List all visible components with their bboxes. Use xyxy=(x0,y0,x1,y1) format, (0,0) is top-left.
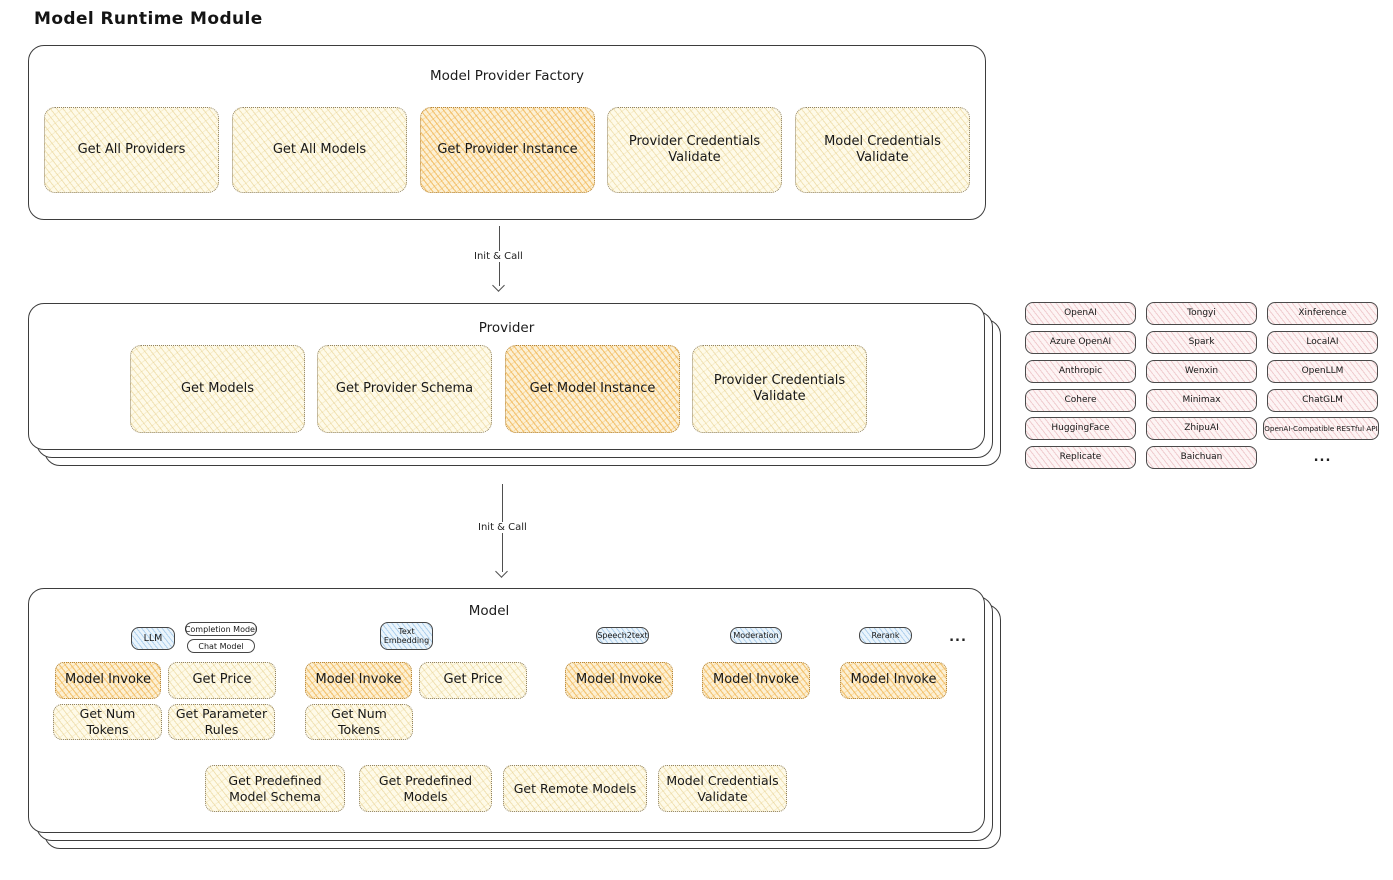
provider-anthropic: Anthropic xyxy=(1025,360,1136,383)
provider-chatglm: ChatGLM xyxy=(1267,389,1378,412)
tab-chat-model: Chat Model xyxy=(187,639,255,653)
provider-replicate: Replicate xyxy=(1025,446,1136,469)
provider-localai: LocalAI xyxy=(1267,331,1378,354)
box-get-predefined-models: Get Predefined Models xyxy=(359,765,492,812)
tab-speech2text: Speech2text xyxy=(596,627,649,644)
box-get-all-providers: Get All Providers xyxy=(44,107,219,193)
provider-openai: OpenAI xyxy=(1025,302,1136,325)
provider-huggingface: HuggingFace xyxy=(1025,417,1136,440)
box-get-model-instance: Get Model Instance xyxy=(505,345,680,433)
provider-spark: Spark xyxy=(1146,331,1257,354)
provider-minimax: Minimax xyxy=(1146,389,1257,412)
provider-tongyi: Tongyi xyxy=(1146,302,1257,325)
provider-wenxin: Wenxin xyxy=(1146,360,1257,383)
box-te-get-price: Get Price xyxy=(419,662,527,699)
arrow-provider-to-model-head xyxy=(495,565,508,578)
provider-baichuan: Baichuan xyxy=(1146,446,1257,469)
box-provider-credentials-validate-2: Provider Credentials Validate xyxy=(692,345,867,433)
tab-completion-model: Completion Model xyxy=(185,622,257,636)
tab-llm: LLM xyxy=(131,627,175,650)
model-tabs-ellipsis: ... xyxy=(949,630,967,645)
box-get-provider-schema: Get Provider Schema xyxy=(317,345,492,433)
box-speech2text-model-invoke: Model Invoke xyxy=(565,662,673,699)
provider-openai-compatible: OpenAI-Compatible RESTful API xyxy=(1263,417,1379,440)
box-get-models: Get Models xyxy=(130,345,305,433)
box-llm-get-num-tokens: Get Num Tokens xyxy=(53,704,162,740)
box-rerank-model-invoke: Model Invoke xyxy=(840,662,947,699)
arrow2-label: Init & Call xyxy=(474,522,531,533)
box-model-credentials-validate: Model Credentials Validate xyxy=(795,107,970,193)
box-get-provider-instance: Get Provider Instance xyxy=(420,107,595,193)
box-get-all-models: Get All Models xyxy=(232,107,407,193)
model-title: Model xyxy=(468,603,510,619)
box-llm-get-parameter-rules: Get Parameter Rules xyxy=(168,704,275,740)
provider-title: Provider xyxy=(478,320,535,336)
box-te-model-invoke: Model Invoke xyxy=(305,662,412,699)
provider-cohere: Cohere xyxy=(1025,389,1136,412)
box-te-get-num-tokens: Get Num Tokens xyxy=(305,704,413,740)
page-title: Model Runtime Module xyxy=(34,9,263,29)
provider-zhipuai: ZhipuAI xyxy=(1146,417,1257,440)
arrow1-label: Init & Call xyxy=(470,251,527,262)
provider-azure-openai: Azure OpenAI xyxy=(1025,331,1136,354)
box-model-credentials-validate-2: Model Credentials Validate xyxy=(658,765,787,812)
box-llm-model-invoke: Model Invoke xyxy=(55,662,161,699)
box-get-predefined-model-schema: Get Predefined Model Schema xyxy=(205,765,345,812)
factory-title: Model Provider Factory xyxy=(429,68,584,84)
provider-grid-ellipsis: ... xyxy=(1313,450,1332,465)
box-get-remote-models: Get Remote Models xyxy=(503,765,647,812)
tab-rerank: Rerank xyxy=(859,627,912,644)
box-llm-get-price: Get Price xyxy=(168,662,276,699)
arrow-factory-to-provider-head xyxy=(492,279,505,292)
box-moderation-model-invoke: Model Invoke xyxy=(702,662,810,699)
provider-xinference: Xinference xyxy=(1267,302,1378,325)
box-provider-credentials-validate: Provider Credentials Validate xyxy=(607,107,782,193)
provider-openllm: OpenLLM xyxy=(1267,360,1378,383)
tab-text-embedding: Text Embedding xyxy=(380,622,433,650)
tab-moderation: Moderation xyxy=(730,627,782,644)
